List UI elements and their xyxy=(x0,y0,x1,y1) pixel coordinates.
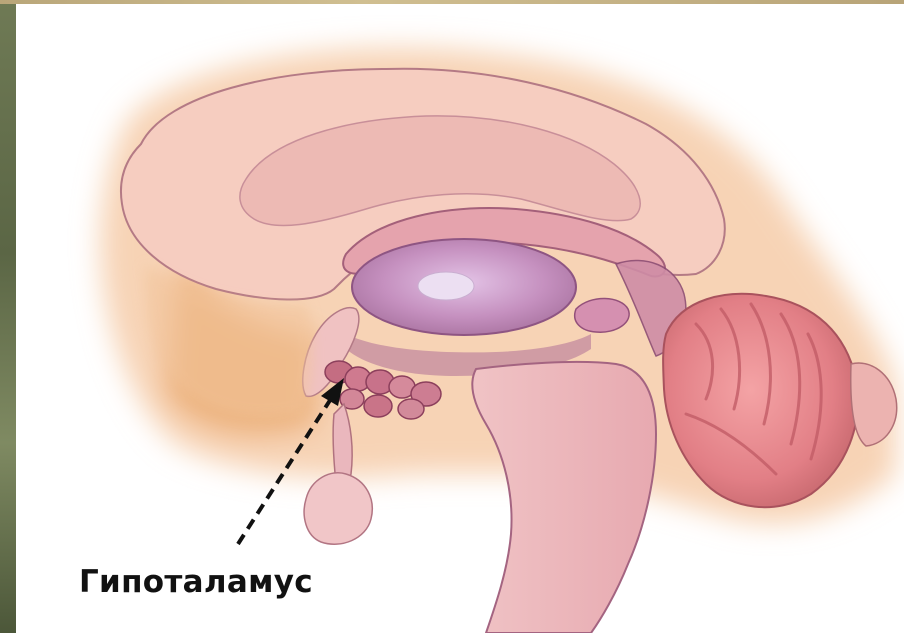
pineal-region xyxy=(575,298,629,332)
brain-sagittal-illustration xyxy=(16,4,904,633)
illustration-canvas: Гипоталамус xyxy=(16,4,904,633)
brainstem xyxy=(472,362,656,633)
hypothalamus-label: Гипоталамус xyxy=(79,564,313,600)
pituitary-gland xyxy=(304,473,372,545)
left-background-strip xyxy=(0,0,16,633)
thalamus-highlight xyxy=(418,272,474,300)
